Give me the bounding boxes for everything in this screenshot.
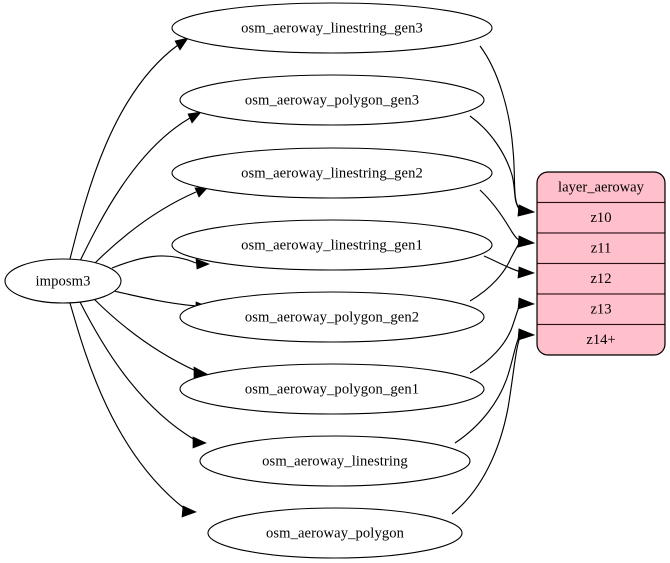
node-imposm3[interactable]: imposm3 [4,258,122,304]
node-osm-aeroway-polygon-gen3[interactable]: osm_aeroway_polygon_gen3 [179,74,485,126]
table-row-z12-rect[interactable] [537,262,665,295]
arrowhead-z12 [517,266,536,279]
table-row-z13-rect[interactable] [537,293,665,326]
edge-linestring-to-z14 [454,333,522,444]
node-osm-aeroway-polygon[interactable]: osm_aeroway_polygon [207,507,463,559]
edge-linestring-gen1-to-z12 [483,255,522,273]
polygon-label: osm_aeroway_polygon [266,525,405,541]
arrowhead-linestring-gen1 [195,258,210,270]
edge-imposm3-to-polygon-gen3 [79,117,191,262]
edge-imposm3-to-polygon-gen1 [92,297,197,372]
edge-imposm3-to-linestring-gen2 [92,191,197,266]
table-row-z12-label: z12 [590,271,611,287]
arrowhead-z11-b [517,235,536,248]
arrowhead-linestring [192,436,207,449]
polygon-gen2-ellipse[interactable] [179,291,485,343]
edge-imposm3-to-linestring-gen3 [69,44,179,260]
edge-polygon-gen3-to-z10 [469,115,521,211]
arrowhead-z13 [517,297,536,310]
arrowhead-linestring-gen3 [174,37,189,51]
imposm3-ellipse[interactable] [4,258,122,304]
edge-imposm3-to-linestring [79,301,196,441]
table-row-z10-rect[interactable] [537,201,665,234]
edge-polygon-to-z14 [451,334,522,515]
polygon-ellipse[interactable] [207,507,463,559]
polygon-gen1-ellipse[interactable] [179,363,485,415]
node-osm-aeroway-polygon-gen2[interactable]: osm_aeroway_polygon_gen2 [179,291,485,343]
polygon-gen3-ellipse[interactable] [179,74,485,126]
linestring-gen1-ellipse[interactable] [171,219,493,271]
linestring-ellipse[interactable] [199,435,471,487]
linestring-gen2-label: osm_aeroway_linestring_gen2 [241,165,423,181]
edge-imposm3-to-polygon [69,302,186,510]
linestring-gen2-ellipse[interactable] [171,147,493,199]
node-layer-aeroway-table[interactable]: layer_aeroway z10 z11 z12 z13 z14+ [536,171,666,356]
node-osm-aeroway-linestring[interactable]: osm_aeroway_linestring [199,435,471,487]
table-row-header-label: layer_aeroway [558,179,645,195]
table-row-z13-label: z13 [590,301,611,317]
edges-to-layer-aeroway [451,45,536,515]
linestring-gen3-label: osm_aeroway_linestring_gen3 [241,20,423,36]
table-row-z10-label: z10 [590,210,611,226]
linestring-label: osm_aeroway_linestring [262,453,408,469]
table-row-z11-label: z11 [591,240,612,256]
table-outline [536,171,666,356]
table-row-z14-rect[interactable] [537,323,665,356]
node-osm-aeroway-linestring-gen3[interactable]: osm_aeroway_linestring_gen3 [171,2,493,54]
node-osm-aeroway-linestring-gen2[interactable]: osm_aeroway_linestring_gen2 [171,147,493,199]
linestring-gen1-label: osm_aeroway_linestring_gen1 [241,237,423,253]
arrowhead-z10-b [517,204,536,217]
arrowhead-polygon-gen3 [187,111,202,124]
node-osm-aeroway-linestring-gen1[interactable]: osm_aeroway_linestring_gen1 [171,219,493,271]
polygon-gen1-label: osm_aeroway_polygon_gen1 [245,381,419,397]
imposm3-label: imposm3 [35,273,90,289]
arrowhead-z14-b [517,328,536,341]
edge-imposm3-to-linestring-gen1 [111,255,197,269]
polygon-gen2-label: osm_aeroway_polygon_gen2 [245,309,419,325]
edge-imposm3-to-polygon-gen2 [113,290,197,307]
polygon-gen3-label: osm_aeroway_polygon_gen3 [245,92,419,108]
node-osm-aeroway-polygon-gen1[interactable]: osm_aeroway_polygon_gen1 [179,363,485,415]
linestring-gen3-ellipse[interactable] [171,2,493,54]
table-row-z14-label: z14+ [586,332,615,348]
arrowhead-polygon [181,505,197,518]
table-row-z11-rect[interactable] [537,232,665,265]
